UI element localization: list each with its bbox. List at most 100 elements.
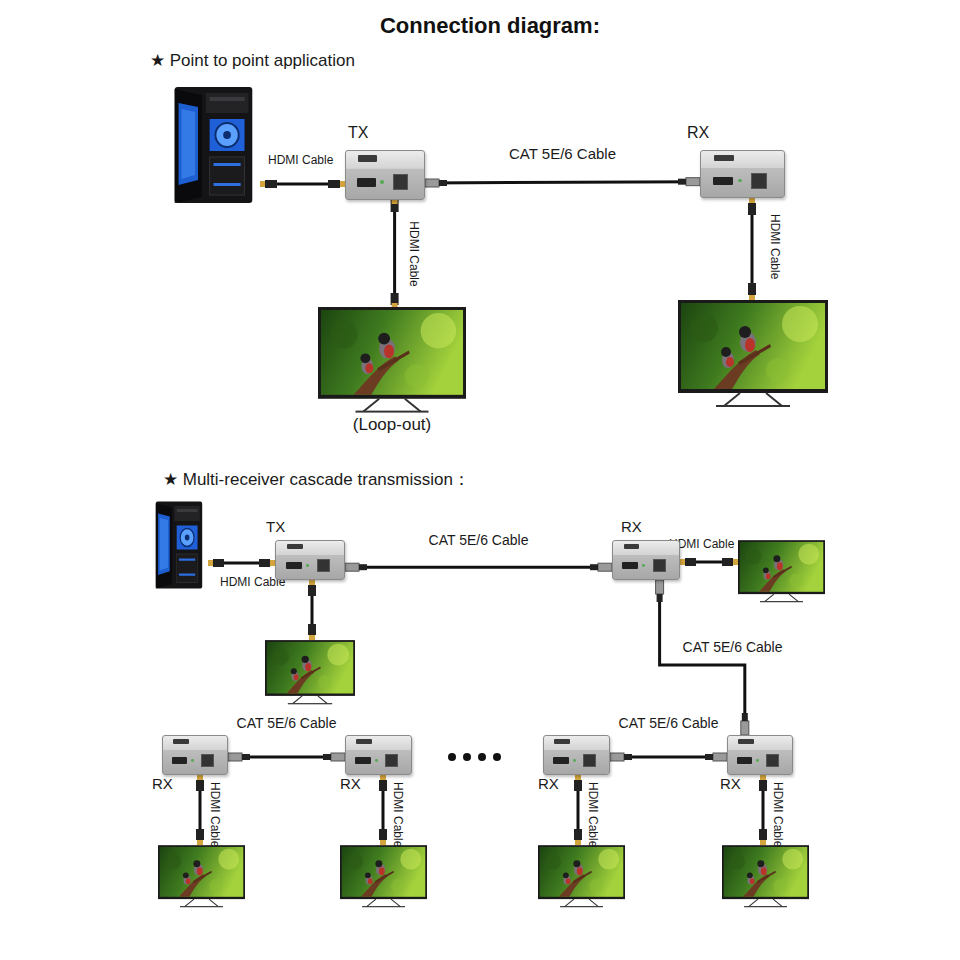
led bbox=[191, 759, 194, 762]
rj45-plug bbox=[331, 753, 345, 761]
plug-boot bbox=[657, 594, 663, 602]
hdmi-badge bbox=[287, 544, 303, 549]
receiver-box: RX bbox=[700, 150, 785, 198]
cable-label: CAT 5E/6 Cable bbox=[683, 639, 783, 655]
led bbox=[573, 759, 576, 762]
device-label: RX bbox=[538, 775, 559, 792]
hdmi-port bbox=[172, 757, 187, 764]
diagram-title: Connection diagram: bbox=[240, 13, 740, 39]
cable-label: HDMI Cable bbox=[268, 153, 333, 167]
display-caption: (Loop-out) bbox=[318, 415, 466, 435]
cable-line bbox=[660, 580, 745, 735]
cable-connector bbox=[610, 753, 727, 761]
transmitter-box: TX bbox=[345, 150, 425, 200]
hdmi-wire bbox=[574, 775, 582, 845]
hdmi-badge bbox=[358, 155, 377, 162]
cable-line bbox=[345, 566, 612, 569]
receiver-box: RX bbox=[727, 735, 793, 775]
rj45-port bbox=[766, 754, 779, 767]
rj45-plug bbox=[686, 178, 700, 186]
cable-line bbox=[425, 182, 700, 183]
computer bbox=[156, 502, 202, 589]
hdmi-badge bbox=[714, 155, 734, 161]
rj45-plug bbox=[425, 179, 439, 187]
hdmi-port bbox=[737, 757, 752, 764]
hdmi-badge bbox=[173, 739, 188, 744]
rj45-port bbox=[385, 754, 398, 767]
rj45-port bbox=[201, 754, 214, 767]
device-label: TX bbox=[348, 124, 368, 142]
cable-line bbox=[393, 200, 396, 307]
hdmi-badge bbox=[624, 544, 640, 549]
tv-display bbox=[722, 845, 809, 907]
receiver-box: RX bbox=[345, 735, 412, 775]
led bbox=[756, 759, 759, 762]
rj45-port bbox=[751, 173, 768, 189]
cable-connector bbox=[425, 178, 700, 187]
plug-boot bbox=[742, 713, 748, 721]
receiver-box: RX bbox=[612, 540, 680, 580]
hdmi-tip bbox=[392, 200, 398, 204]
cable-label-vertical: HDMI Cable bbox=[391, 782, 405, 847]
tv-display bbox=[678, 300, 828, 407]
device-label: RX bbox=[340, 775, 361, 792]
hdmi-port bbox=[286, 562, 302, 569]
hdmi-plug bbox=[391, 200, 399, 212]
device-label: RX bbox=[621, 518, 642, 535]
rj45-plug bbox=[345, 563, 359, 571]
hdmi-port bbox=[622, 562, 638, 569]
rj45-port bbox=[583, 754, 596, 767]
hdmi-port bbox=[355, 757, 371, 764]
plug-boot bbox=[439, 180, 447, 186]
rj45-plug bbox=[656, 580, 664, 594]
hdmi-badge bbox=[738, 739, 753, 744]
rj45-port bbox=[393, 174, 409, 190]
section-heading: ★ Point to point application bbox=[150, 50, 355, 71]
cable-label-vertical: HDMI Cable bbox=[586, 782, 600, 847]
rj45-plug bbox=[598, 563, 612, 571]
plug-boot bbox=[323, 754, 331, 760]
computer bbox=[175, 87, 253, 203]
cable-label-vertical: HDMI Cable bbox=[771, 782, 785, 847]
led bbox=[642, 564, 645, 567]
led bbox=[380, 180, 384, 184]
hdmi-tip bbox=[392, 303, 398, 307]
tv-display bbox=[265, 640, 355, 704]
tv-display bbox=[738, 540, 825, 602]
device-label: RX bbox=[152, 775, 173, 792]
hdmi-wire bbox=[748, 198, 756, 300]
device-label: RX bbox=[687, 124, 709, 142]
cable-label: CAT 5E/6 Cable bbox=[429, 532, 529, 548]
hdmi-wire bbox=[260, 180, 345, 188]
cable-label: CAT 5E/6 Cable bbox=[509, 145, 616, 162]
rj45-plug bbox=[713, 753, 727, 761]
cable-label-vertical: HDMI Cable bbox=[208, 782, 222, 847]
led bbox=[375, 759, 378, 762]
tv-display bbox=[538, 845, 625, 907]
led bbox=[738, 179, 742, 183]
cable-label: CAT 5E/6 Cable bbox=[619, 715, 719, 731]
hdmi-wire bbox=[208, 559, 275, 567]
device-label: TX bbox=[266, 518, 285, 535]
hdmi-port bbox=[713, 177, 733, 185]
cable-connector bbox=[228, 753, 345, 761]
section-heading: ★ Multi-receiver cascade transmission： bbox=[163, 468, 470, 491]
cable-label-vertical: HDMI Cable bbox=[407, 221, 421, 286]
receiver-box: RX bbox=[543, 735, 610, 775]
tv-display: (Loop-out) bbox=[318, 307, 466, 400]
plug-boot bbox=[705, 754, 713, 760]
rj45-plug bbox=[610, 753, 624, 761]
tv-shape bbox=[318, 307, 466, 414]
hdmi-port bbox=[553, 757, 569, 764]
device-label: RX bbox=[720, 775, 741, 792]
rj45-plug bbox=[228, 753, 242, 761]
tv-display bbox=[340, 845, 427, 907]
hdmi-badge bbox=[554, 739, 570, 744]
cable-connector bbox=[656, 580, 749, 735]
rj45-plug bbox=[741, 721, 749, 735]
hdmi-badge bbox=[356, 739, 372, 744]
rj45-port bbox=[653, 559, 666, 572]
